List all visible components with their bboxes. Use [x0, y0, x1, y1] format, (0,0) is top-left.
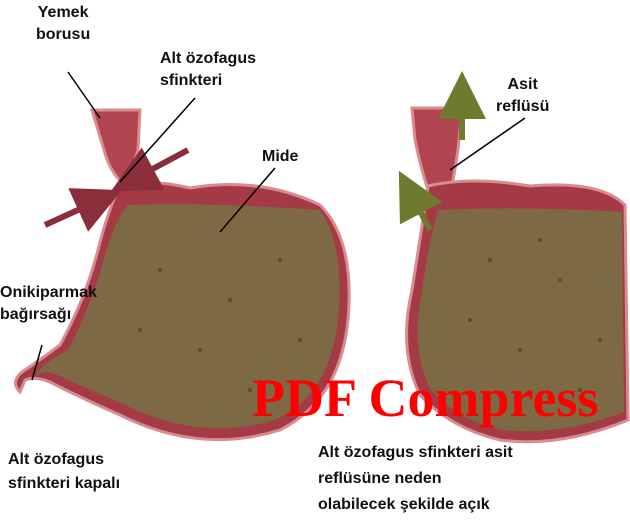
label-alt-ozofagus-sfinkteri: Alt özofagus sfinkteri	[160, 48, 256, 92]
caption-right-line1: Alt özofagus sfinkteri asit	[318, 440, 513, 466]
caption-right-line2: reflüsüne neden	[318, 466, 513, 492]
label-onikiparmak: Onikiparmak bağırsağı	[0, 282, 97, 326]
caption-right: Alt özofagus sfinkteri asit reflüsüne ne…	[318, 440, 513, 518]
label-onikiparmak-line1: Onikiparmak	[0, 282, 97, 304]
label-mide-text: Mide	[262, 146, 298, 168]
label-yemek-borusu: Yemek borusu	[36, 2, 90, 46]
caption-left-line2: sfinkteri kapalı	[8, 472, 120, 496]
label-sfinkteri-line2: sfinkteri	[160, 70, 256, 92]
watermark: PDF Compress	[252, 368, 598, 428]
label-asit-line1: Asit	[496, 74, 549, 96]
label-asit-reflusu: Asit reflüsü	[496, 74, 549, 118]
right-esophagus	[412, 108, 462, 190]
label-yemek-borusu-line2: borusu	[36, 24, 90, 46]
sphincter-closing-arrow-left	[45, 200, 100, 225]
label-onikiparmak-line2: bağırsağı	[0, 304, 97, 326]
label-yemek-borusu-line1: Yemek	[36, 2, 90, 24]
label-mide: Mide	[262, 146, 298, 168]
caption-left-line1: Alt özofagus	[8, 448, 120, 472]
label-sfinkteri-line1: Alt özofagus	[160, 48, 256, 70]
sphincter-closing-arrow-right	[132, 150, 188, 180]
pointer-yemek-borusu	[68, 72, 100, 118]
label-asit-line2: reflüsü	[496, 96, 549, 118]
caption-right-line3: olabilecek şekilde açık	[318, 492, 513, 518]
caption-left: Alt özofagus sfinkteri kapalı	[8, 448, 120, 496]
left-esophagus	[92, 110, 140, 182]
